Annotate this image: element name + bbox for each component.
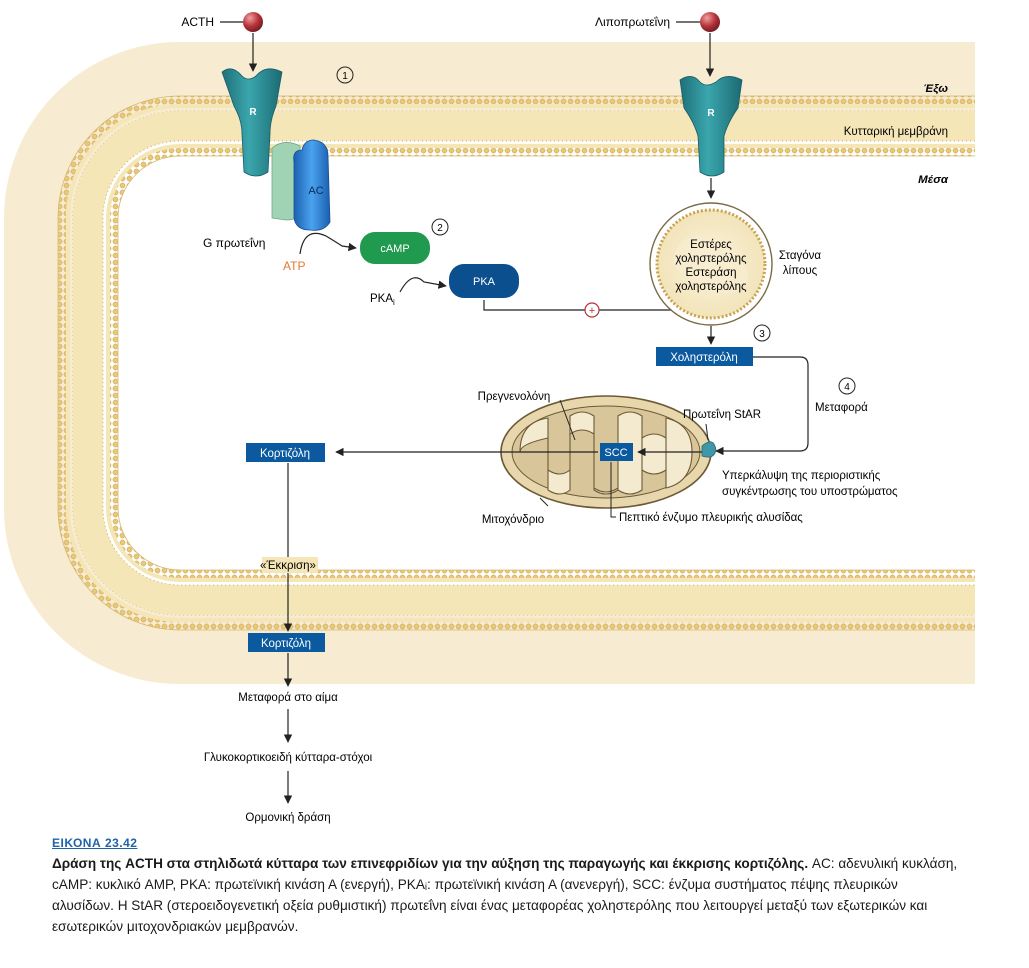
lipid-droplet-label-1: Σταγόνα bbox=[779, 250, 821, 262]
lipid-droplet: Εστέρες χοληστερόλης Εστεράση χοληστερόλ… bbox=[649, 202, 773, 326]
target-cells-label: Γλυκοκορτικοειδή κύτταρα-στόχοι bbox=[204, 752, 373, 764]
camp-node bbox=[360, 232, 430, 264]
pka-node bbox=[449, 264, 519, 298]
star-protein-shape bbox=[701, 441, 717, 458]
hormonal-action-label: Ορμονική δράση bbox=[245, 812, 330, 824]
adenylyl-cyclase-shape bbox=[293, 139, 331, 231]
acth-ligand: ACTH bbox=[181, 12, 263, 72]
pkai-label: PKAi bbox=[370, 293, 395, 307]
receptor-r-label: R bbox=[249, 107, 257, 118]
activation-plus-icon bbox=[584, 302, 600, 318]
scc-box bbox=[600, 443, 633, 461]
lipid-droplet-label-2: λίπους bbox=[783, 265, 818, 277]
lipoprotein-label: Λιποπρωτεΐνη bbox=[595, 15, 670, 29]
membrane-label: Κυτταρική μεμβράνη bbox=[844, 126, 948, 138]
scc-label: SCC bbox=[604, 447, 627, 459]
outside-label: Έξω bbox=[923, 83, 948, 95]
acth-pathway-diagram: Έξω Κυτταρική μεμβράνη Μέσα ACTH R AC G … bbox=[4, 12, 975, 824]
caption-body: AC: αδενυλική κυκλάση, cAMP: κυκλικό AMP… bbox=[52, 856, 958, 934]
lipoprotein-ligand: Λιποπρωτεΐνη bbox=[595, 12, 720, 77]
g-protein-label: G πρωτεΐνη bbox=[203, 236, 265, 250]
cortisol-bottom-label: Κορτιζόλη bbox=[261, 638, 311, 650]
acth-receptor: R bbox=[221, 68, 283, 177]
step-4-marker: 4 bbox=[844, 382, 850, 393]
cholesterol-box bbox=[656, 347, 753, 366]
overcoming-line-2: συγκέντρωσης του υποστρώματος bbox=[722, 486, 898, 498]
caption-title: Δράση της ACTH στα στηλιδωτά κύτταρα των… bbox=[52, 856, 809, 871]
lipoprotein-receptor: R bbox=[679, 76, 743, 177]
ac-label: AC bbox=[308, 185, 323, 197]
acth-ball-icon bbox=[243, 12, 263, 32]
esters-line-1: Εστέρες bbox=[690, 239, 732, 251]
blood-transport-label: Μεταφορά στο αίμα bbox=[238, 692, 338, 704]
cortisol-top-label: Κορτιζόλη bbox=[260, 448, 310, 460]
camp-label: cAMP bbox=[380, 243, 409, 255]
cholesterol-label: Χοληστερόλη bbox=[670, 352, 738, 364]
step-2-marker: 2 bbox=[437, 223, 443, 234]
receptor-r2-label: R bbox=[707, 108, 715, 119]
acth-label: ACTH bbox=[181, 15, 214, 29]
figure-label: ΕΙΚΟΝΑ 23.42 bbox=[52, 836, 138, 850]
pkai-subscript: i bbox=[393, 298, 395, 307]
side-chain-enzyme-label: Πεπτικό ένζυμο πλευρικής αλυσίδας bbox=[619, 512, 803, 524]
transport-label: Μεταφορά bbox=[815, 402, 868, 414]
step-1-marker: 1 bbox=[342, 71, 348, 82]
cell-membrane bbox=[4, 42, 975, 684]
atp-label: ATP bbox=[283, 259, 305, 273]
pregnenolone-label: Πρεγνενολόνη bbox=[478, 391, 551, 403]
esters-line-3: Εστεράση bbox=[685, 267, 736, 279]
pka-label: PKA bbox=[473, 276, 496, 288]
pkai-main: PKA bbox=[370, 293, 393, 305]
g-protein-ac-complex: AC bbox=[271, 139, 331, 231]
mitochondrion-label: Μιτοχόνδριο bbox=[482, 514, 544, 526]
inside-label: Μέσα bbox=[918, 174, 949, 186]
esters-line-4: χοληστερόλης bbox=[675, 281, 747, 293]
star-protein-label: Πρωτεΐνη StAR bbox=[683, 409, 761, 421]
overcoming-line-1: Υπερκάλυψη της περιοριστικής bbox=[722, 470, 881, 482]
cortisol-bottom-box bbox=[248, 633, 325, 652]
plus-label: + bbox=[589, 305, 595, 317]
cortisol-top-box bbox=[246, 443, 325, 462]
secretion-label: «Έκκριση» bbox=[260, 560, 316, 572]
step-3-marker: 3 bbox=[759, 329, 765, 340]
esters-line-2: χοληστερόλης bbox=[675, 253, 747, 265]
lipoprotein-ball-icon bbox=[700, 12, 720, 32]
figure-caption: Δράση της ACTH στα στηλιδωτά κύτταρα των… bbox=[52, 853, 962, 937]
